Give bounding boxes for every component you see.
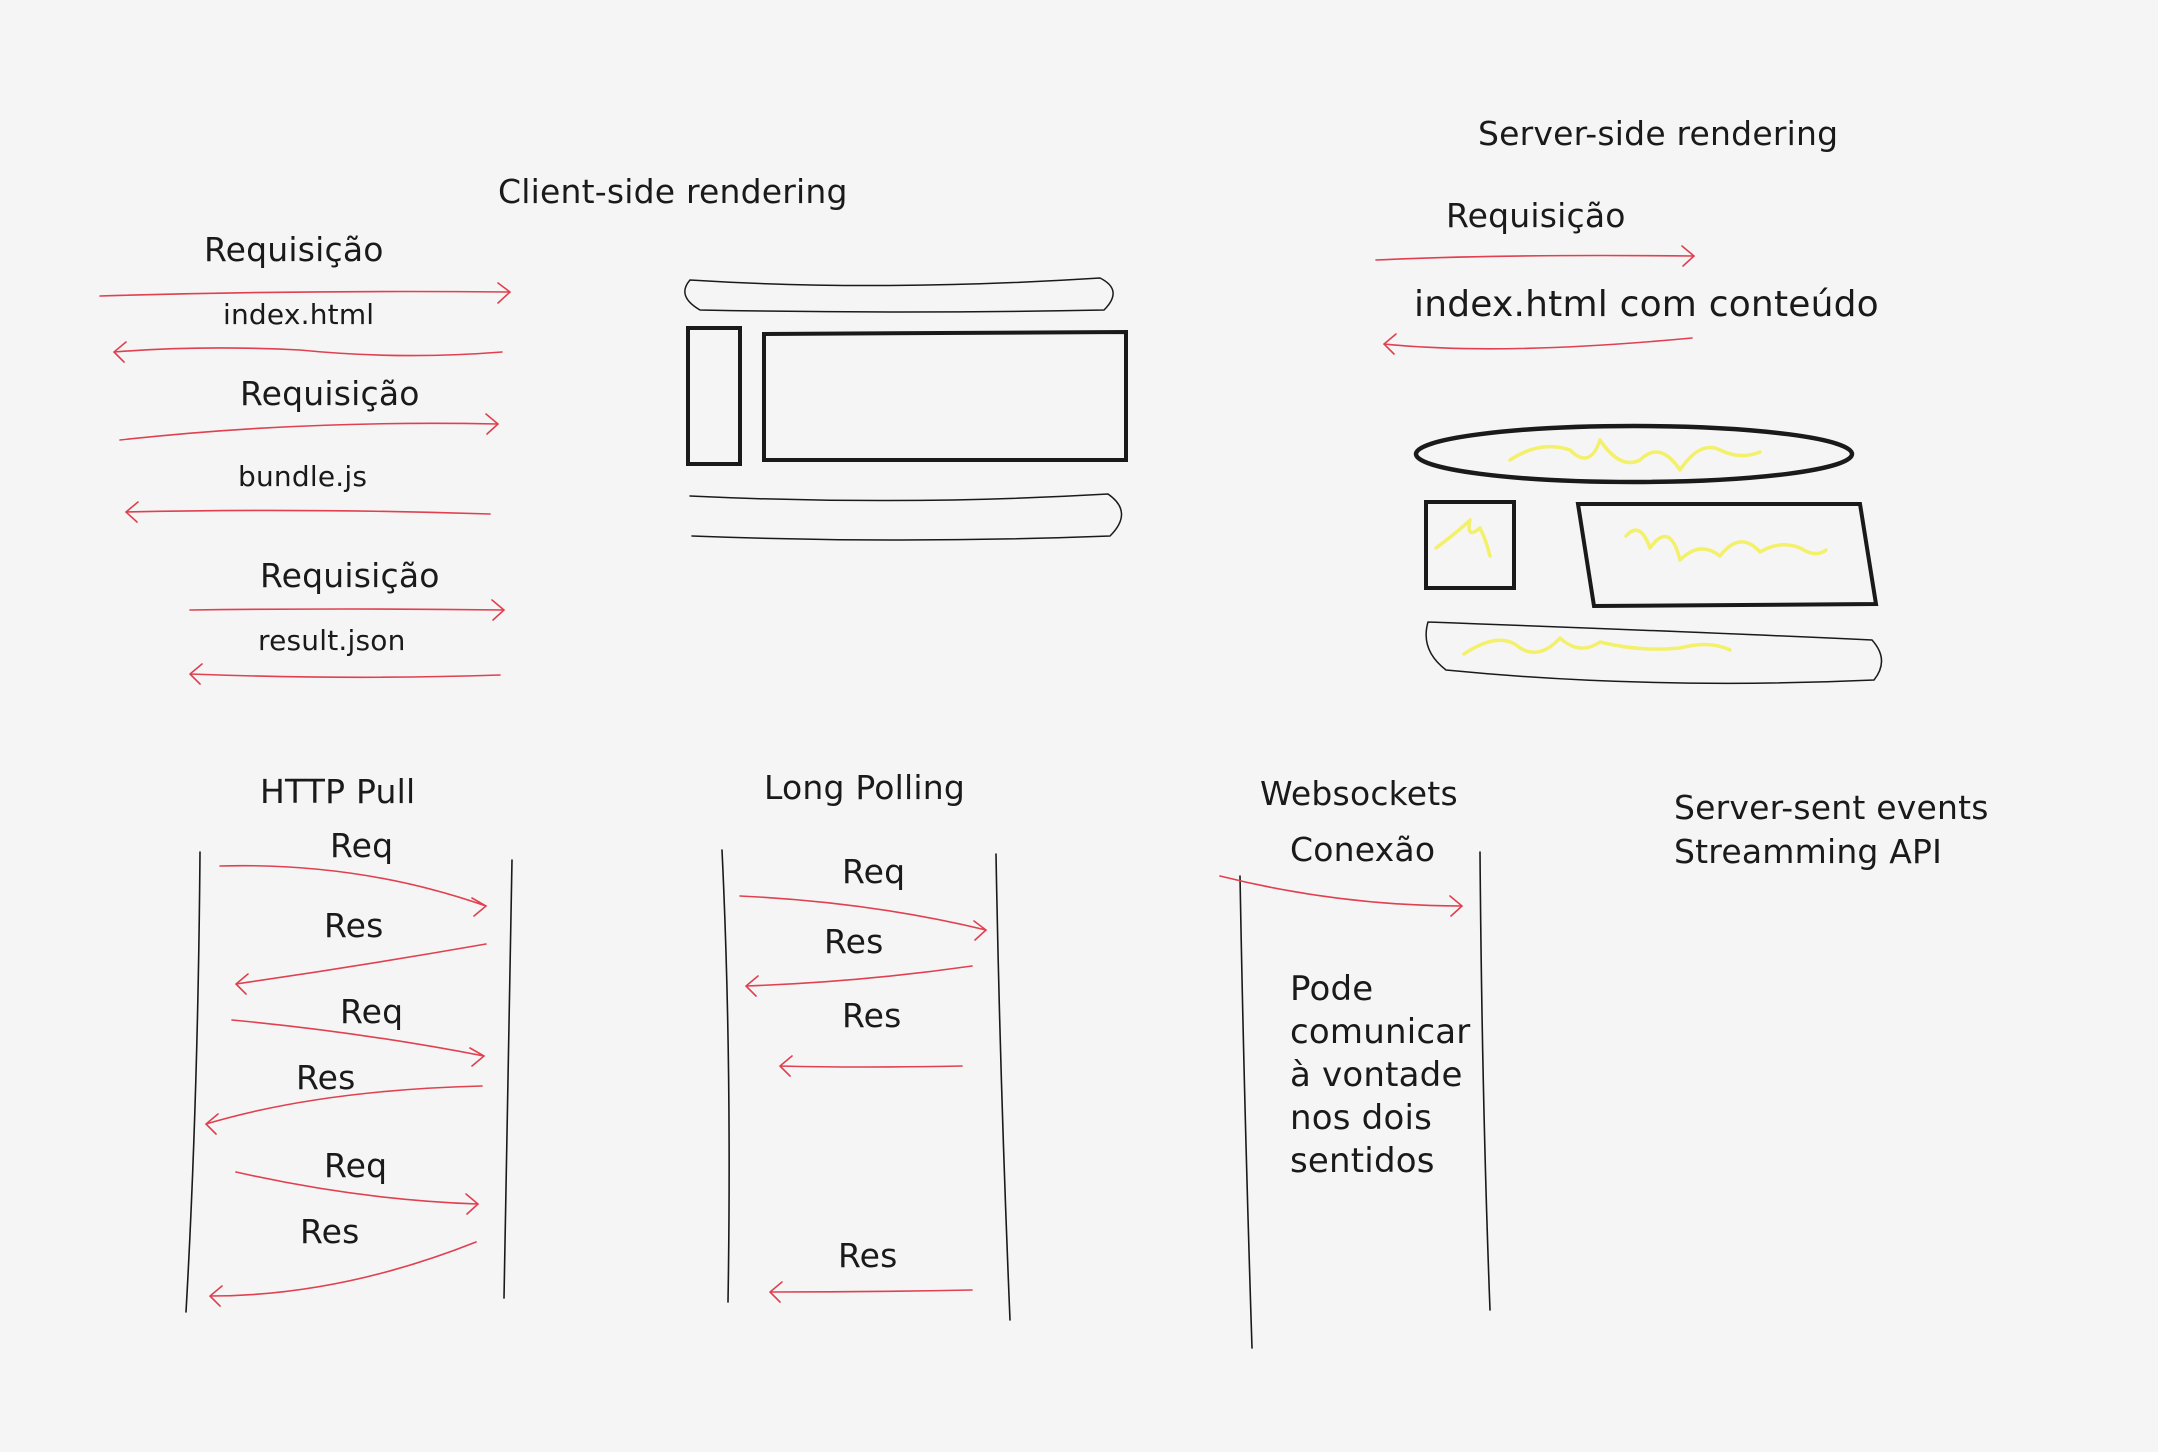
websockets-connection-arrow [1219,875,1464,917]
long-polling-arrows [739,895,988,1303]
websockets-title: Websockets [1260,774,1458,813]
ssr-sketch-sidebar [1424,500,1516,590]
websockets-lifelines [1239,851,1491,1349]
http-pull-client-line [185,851,201,1313]
http-pull-req-2 [231,1019,486,1067]
long-polling-res-1 [744,965,973,997]
websockets-note: Pode comunicar à vontade nos dois sentid… [1290,969,1471,1181]
csr-title: Client-side rendering [498,172,848,211]
ssr-sketch-content [1575,502,1879,609]
long-polling-res-2 [778,1055,963,1077]
csr-msg-response-3: result.json [258,624,406,657]
csr-arrow-response-3 [188,663,501,685]
csr-sketch-header [684,277,1114,313]
http-pull-msg-req-3: Req [324,1146,388,1185]
http-pull-msg-res-3: Res [300,1212,360,1251]
csr-msg-request-1: Requisição [204,230,384,269]
long-polling-msg-res-1: Res [824,922,884,961]
websockets-client-line [1239,875,1253,1349]
long-polling-title: Long Polling [764,768,966,807]
ssr-arrows [1375,245,1696,355]
ssr-msg-response: index.html com conteúdo [1414,284,1879,325]
sse-title: Server-sent events [1674,788,1989,827]
http-pull-msg-req-1: Req [330,826,394,865]
http-pull-msg-res-1: Res [324,906,384,945]
scribble-sidebar [1434,518,1492,558]
csr-sketch-content [762,329,1128,462]
http-pull-res-2 [204,1085,483,1135]
csr-arrow-response-2 [124,501,491,523]
csr-arrow-request-1 [99,282,512,304]
websockets-msg-connection: Conexão [1290,830,1436,869]
csr-page-sketch [665,269,1128,546]
http-pull-res-1 [234,943,487,995]
ssr-title: Server-side rendering [1478,114,1839,153]
long-polling-client-line [721,849,730,1303]
csr-msg-response-1: index.html [223,298,375,331]
long-polling-msg-req: Req [842,852,906,891]
ssr-page-sketch [1387,407,1883,685]
csr-arrow-request-3 [189,599,506,621]
long-polling-server-line [995,853,1011,1321]
ssr-arrow-request [1375,245,1696,267]
csr-msg-request-2: Requisição [240,374,420,413]
http-pull-msg-req-2: Req [340,992,404,1031]
websockets-server-line [1479,851,1491,1311]
long-polling-msg-res-3: Res [838,1236,898,1275]
long-polling-msg-res-2: Res [842,996,902,1035]
http-pull-req-3 [235,1171,480,1215]
csr-arrow-response-1 [112,341,503,363]
http-pull-msg-res-2: Res [296,1058,356,1097]
csr-arrows [99,282,512,685]
long-polling-res-3 [768,1281,973,1303]
http-pull-title: HTTP Pull [260,772,416,811]
csr-msg-response-2: bundle.js [238,460,368,493]
ssr-sketch-footer [1425,621,1883,685]
http-pull-arrows [204,864,488,1307]
http-pull-res-3 [208,1241,477,1307]
scribble-content [1624,528,1828,562]
ssr-arrow-response [1382,333,1693,355]
long-polling-req [739,895,988,941]
csr-sketch-sidebar [686,326,742,466]
ssr-msg-request: Requisição [1446,196,1626,235]
csr-msg-request-3: Requisição [260,556,440,595]
http-pull-server-line [503,859,513,1299]
http-pull-req-1 [219,864,488,917]
long-polling-lifelines [721,849,1011,1321]
ssr-sketch-content-scribbles [1434,438,1828,656]
csr-arrow-request-2 [119,413,500,441]
http-pull-lifelines [185,851,513,1313]
ssr-sketch-header [1413,423,1855,485]
csr-sketch-footer [689,493,1123,541]
scribble-header [1508,438,1762,472]
sse-subtitle: Streamming API [1674,832,1943,871]
websockets-arrows [1219,875,1464,917]
scribble-footer [1462,636,1732,656]
